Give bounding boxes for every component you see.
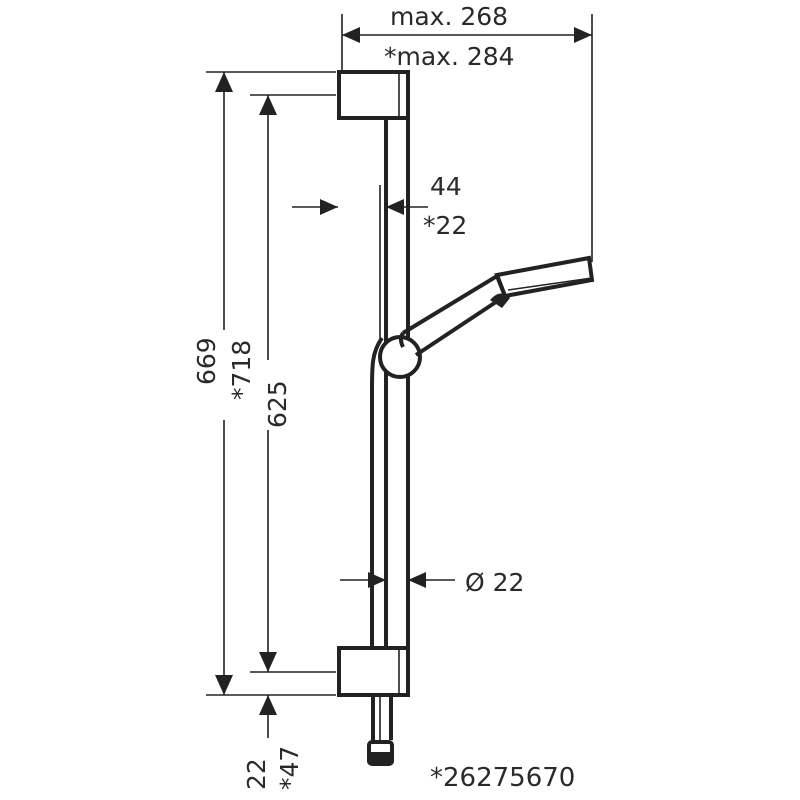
bottom-offset-alt-label: *47	[275, 746, 304, 790]
width-max-label: max. 268	[390, 2, 508, 31]
rail-bar	[384, 118, 410, 648]
article-number: *26275670	[430, 763, 575, 793]
bracket-spacing-label: 625	[263, 380, 292, 428]
bottom-offset-dimension: 22 *47	[242, 695, 304, 790]
shower-rail-set	[337, 70, 595, 766]
total-height-alt-label: *718	[227, 340, 256, 400]
hand-shower-handle	[401, 273, 508, 357]
wall-offset-label: 44	[430, 172, 462, 201]
width-dimension: max. 268 *max. 284	[341, 2, 593, 262]
diameter-label: Ø 22	[465, 568, 524, 597]
bottom-offset-label: 22	[242, 758, 271, 790]
hand-shower-head	[494, 255, 595, 299]
diameter-dimension: Ø 22	[340, 568, 524, 597]
shower-hose	[370, 336, 384, 648]
total-height-dimension: 669 *718	[192, 71, 336, 696]
width-max-alt-label: *max. 284	[384, 42, 515, 71]
top-wall-bracket	[337, 70, 410, 120]
wall-offset-dimension: 44 *22	[292, 172, 467, 240]
bracket-spacing-dimension: 625	[250, 94, 336, 673]
bottom-wall-bracket	[337, 646, 410, 697]
hose-connector	[367, 695, 394, 766]
total-height-label: 669	[192, 337, 221, 385]
wall-offset-alt-label: *22	[423, 211, 467, 240]
